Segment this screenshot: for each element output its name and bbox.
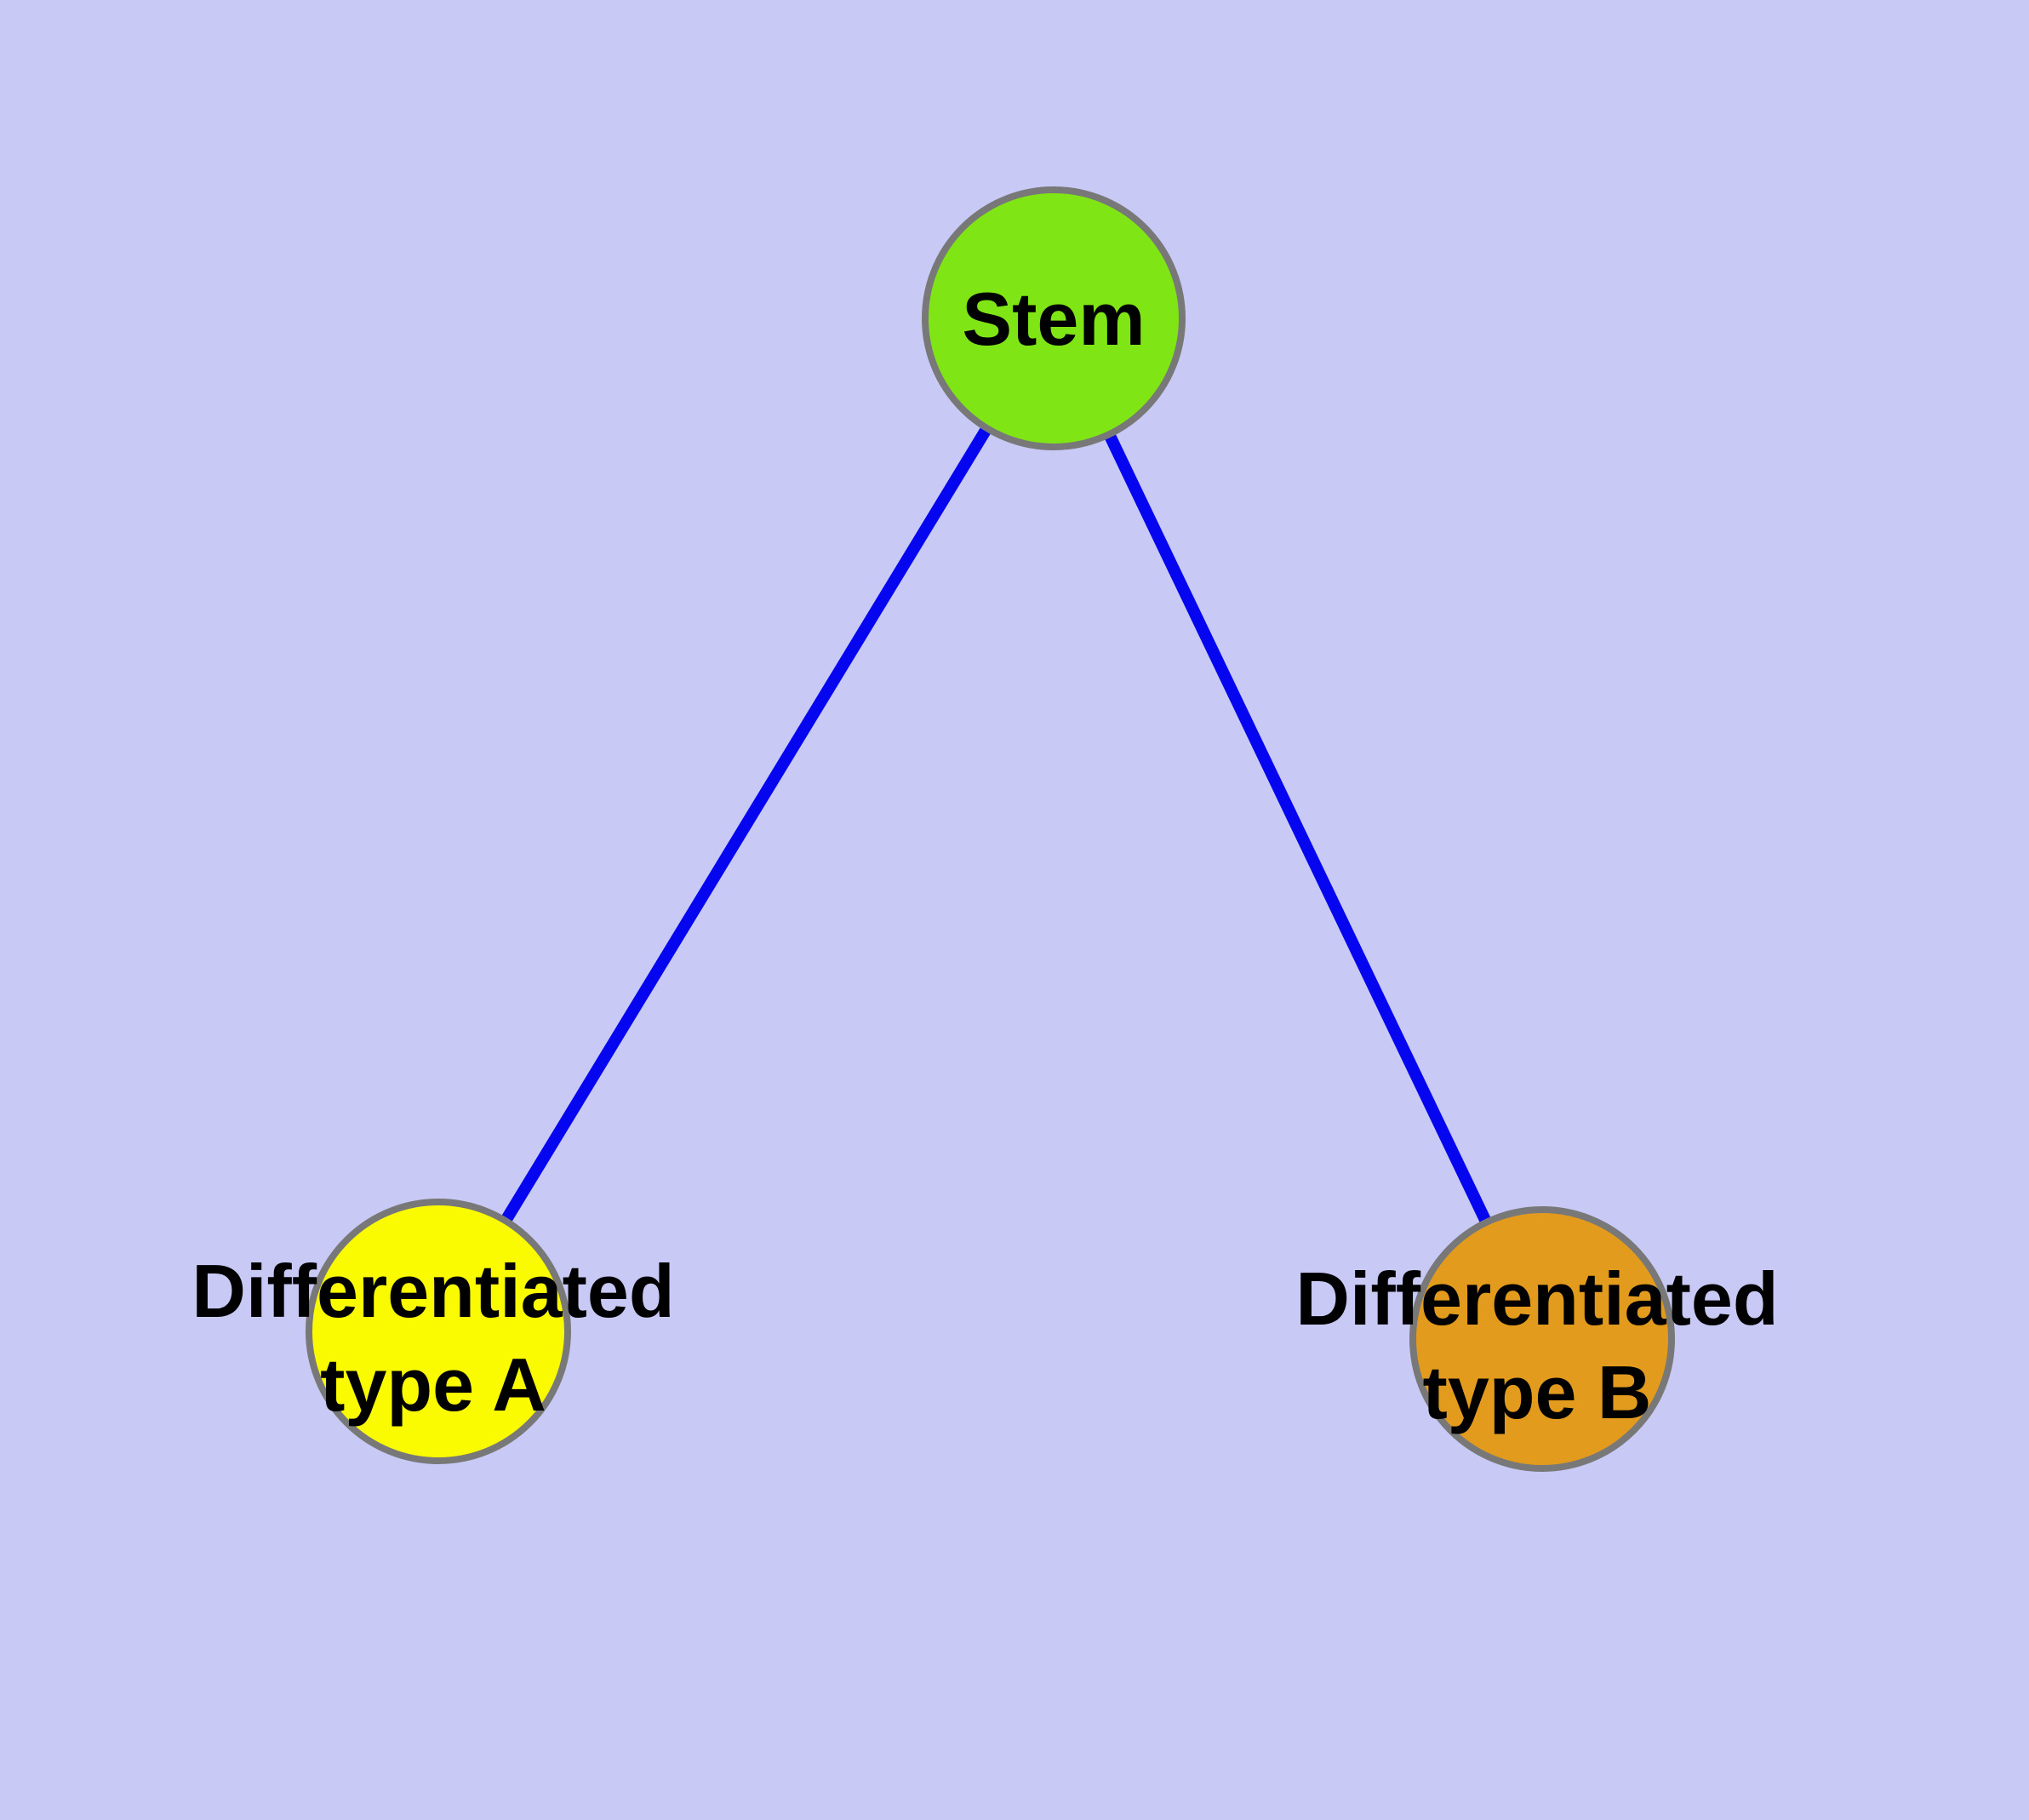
node-type-a-circle — [306, 1199, 571, 1464]
node-type-b-circle — [1409, 1206, 1675, 1472]
node-type-a-label-line2: type A — [320, 1342, 546, 1427]
node-type-b-label-line1: Differentiated — [1295, 1256, 1778, 1341]
edge-stem-to-type-a — [433, 315, 1059, 1335]
edge-stem-to-type-b — [1048, 315, 1548, 1342]
node-type-a-label-line1: Differentiated — [191, 1249, 674, 1333]
node-type-b-label-line2: type B — [1423, 1350, 1652, 1434]
node-stem-circle — [922, 186, 1186, 450]
node-stem-label: Stem — [962, 277, 1145, 361]
